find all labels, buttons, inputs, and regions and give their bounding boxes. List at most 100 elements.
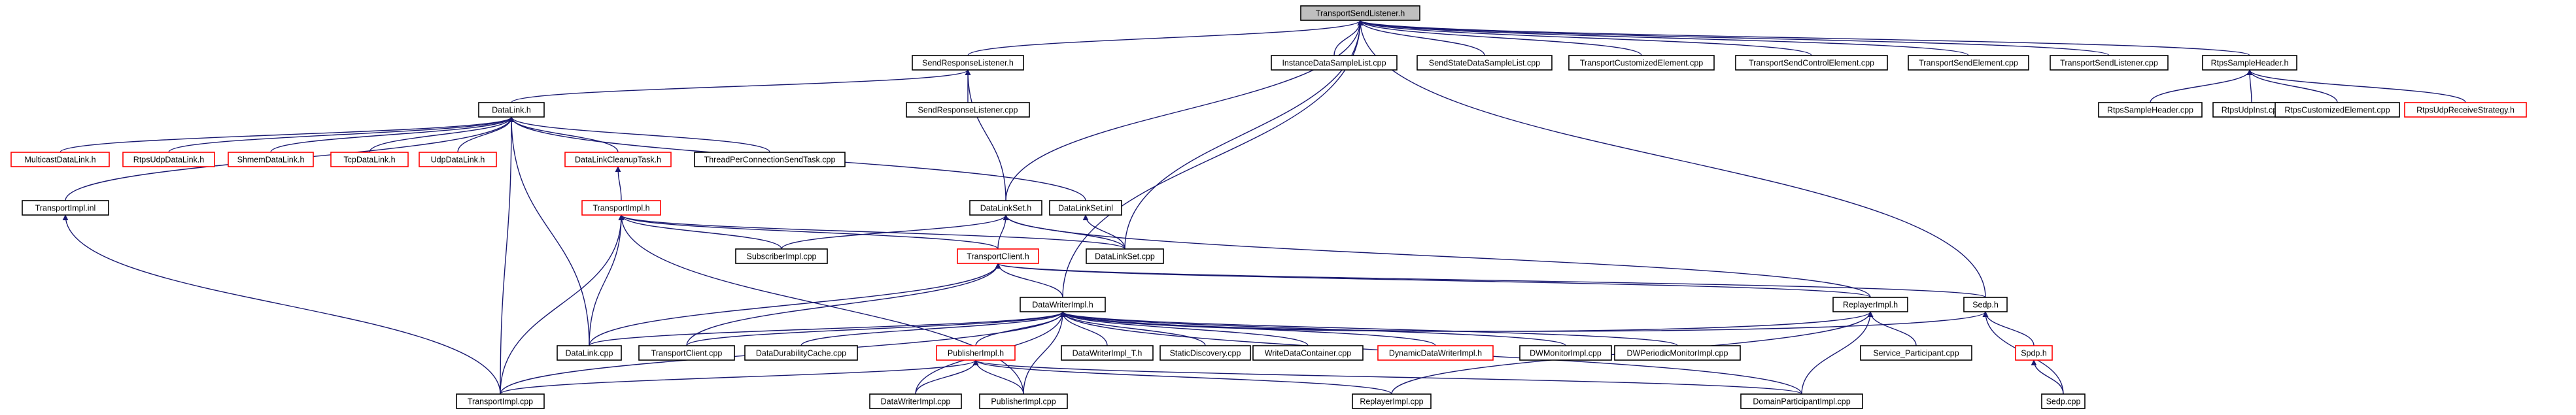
node-ddwi[interactable]: DynamicDataWriterImpl.h — [1377, 345, 1494, 361]
node-box — [581, 200, 661, 216]
node-box — [735, 248, 828, 264]
edge-sedp_cpp-to-spdp_h — [2031, 359, 2064, 395]
node-svcp[interactable]: Service_Participant.cpp — [1860, 345, 1972, 361]
node-box — [694, 152, 846, 167]
node-label: Service_Participant.cpp — [1873, 349, 1959, 358]
node-box — [979, 393, 1068, 409]
edge-dwpmi-to-dwi_h — [1059, 311, 1678, 346]
node-box — [1352, 393, 1432, 409]
node-srl-cpp[interactable]: SendResponseListener.cpp — [906, 102, 1030, 118]
node-label: DataLink.cpp — [566, 349, 613, 358]
node-ddc[interactable]: DataDurabilityCache.cpp — [744, 345, 858, 361]
edge-ti_cpp-to-ti_inl — [62, 214, 501, 395]
node-dls-h[interactable]: DataLinkSet.h — [969, 200, 1042, 216]
node-rce[interactable]: RtpsCustomizedElement.cpp — [2275, 102, 2400, 118]
edge-srl_h-to-root — [967, 20, 1364, 56]
node-ti-h[interactable]: TransportImpl.h — [581, 200, 661, 216]
node-label: TransportImpl.cpp — [468, 397, 533, 407]
node-box — [2275, 102, 2400, 118]
edge-tcpdl-to-dl_h — [369, 116, 515, 153]
edge-tc_h-to-ti_h — [618, 214, 999, 250]
node-rurs[interactable]: RtpsUdpReceiveStrategy.h — [2404, 102, 2527, 118]
edge-tse-to-root — [1357, 20, 1969, 56]
node-rsh-h[interactable]: RtpsSampleHeader.h — [2202, 55, 2297, 71]
edge-dls_cpp-to-ti_h — [618, 214, 1125, 250]
edges-layer — [60, 20, 2466, 395]
node-tcpdl[interactable]: TcpDataLink.h — [330, 152, 409, 167]
node-box — [22, 200, 109, 216]
edge-tpcst-to-dl_h — [508, 116, 770, 153]
node-label: TransportSendListener.h — [1316, 9, 1405, 18]
node-dwit[interactable]: DataWriterImpl_T.h — [1061, 345, 1154, 361]
node-dwi-h[interactable]: DataWriterImpl.h — [1020, 297, 1106, 312]
edge-pi_cpp-to-ti_h — [618, 214, 1024, 395]
node-label: PublisherImpl.cpp — [991, 397, 1056, 407]
node-tc-h[interactable]: TransportClient.h — [957, 248, 1039, 264]
node-idsl[interactable]: InstanceDataSampleList.cpp — [1271, 55, 1398, 71]
node-label: DWMonitorImpl.cpp — [1530, 349, 1602, 358]
edge-dlct-to-dl_h — [508, 116, 619, 153]
node-ssdsl[interactable]: SendStateDataSampleList.cpp — [1417, 55, 1553, 71]
edge-pi_cpp-to-dwi_h — [1023, 311, 1066, 395]
edge-rudl-to-dl_h — [168, 116, 515, 153]
node-tse[interactable]: TransportSendElement.cpp — [1908, 55, 2029, 71]
node-subi[interactable]: SubscriberImpl.cpp — [735, 248, 828, 264]
node-srl-h[interactable]: SendResponseListener.h — [912, 55, 1024, 71]
node-pi-h[interactable]: PublisherImpl.h — [936, 345, 1016, 361]
node-dl-cpp[interactable]: DataLink.cpp — [557, 345, 622, 361]
node-label: ReplayerImpl.cpp — [1360, 397, 1423, 407]
node-ti-cpp[interactable]: TransportImpl.cpp — [456, 393, 545, 409]
edge-rsh_h-to-root — [1357, 20, 2250, 56]
node-sedp-h[interactable]: Sedp.h — [1963, 297, 2008, 312]
node-dwpmi[interactable]: DWPeriodicMonitorImpl.cpp — [1614, 345, 1741, 361]
edge-rurs-to-rsh_h — [2246, 69, 2466, 103]
node-dwmi[interactable]: DWMonitorImpl.cpp — [1519, 345, 1612, 361]
node-label: TransportCustomizedElement.cpp — [1580, 59, 1704, 68]
node-box — [2404, 102, 2527, 118]
node-box — [1963, 297, 2008, 312]
node-rui[interactable]: RtpsUdpInst.cpp — [2212, 102, 2291, 118]
node-tc-cpp[interactable]: TransportClient.cpp — [638, 345, 735, 361]
node-tsl-cpp[interactable]: TransportSendListener.cpp — [2050, 55, 2169, 71]
node-tpcst[interactable]: ThreadPerConnectionSendTask.cpp — [694, 152, 846, 167]
node-wdc[interactable]: WriteDataContainer.cpp — [1252, 345, 1364, 361]
edge-dpi_cpp-to-ri_h — [1801, 311, 1874, 395]
node-dwi-cpp[interactable]: DataWriterImpl.cpp — [869, 393, 962, 409]
edge-ddc-to-dwi_h — [800, 311, 1066, 346]
node-box — [2050, 55, 2169, 71]
node-mcdl[interactable]: MulticastDataLink.h — [10, 152, 110, 167]
node-box — [557, 345, 622, 361]
edge-mcdl-to-dl_h — [60, 116, 515, 153]
node-tce[interactable]: TransportCustomizedElement.cpp — [1568, 55, 1715, 71]
node-dlct[interactable]: DataLinkCleanupTask.h — [564, 152, 672, 167]
node-pi-cpp[interactable]: PublisherImpl.cpp — [979, 393, 1068, 409]
node-dls-cpp[interactable]: DataLinkSet.cpp — [1086, 248, 1164, 264]
node-shdl[interactable]: ShmemDataLink.h — [228, 152, 314, 167]
node-tsce[interactable]: TransportSendControlElement.cpp — [1735, 55, 1888, 71]
node-ri-cpp[interactable]: ReplayerImpl.cpp — [1352, 393, 1432, 409]
node-label: DWPeriodicMonitorImpl.cpp — [1627, 349, 1728, 358]
edge-dl_cpp-to-dl_h — [508, 116, 590, 346]
node-label: Spdp.h — [2021, 349, 2047, 358]
node-label: InstanceDataSampleList.cpp — [1282, 59, 1386, 68]
node-label: StaticDiscovery.cpp — [1170, 349, 1241, 358]
node-rudl[interactable]: RtpsUdpDataLink.h — [122, 152, 215, 167]
node-box — [2041, 393, 2086, 409]
node-ti-inl[interactable]: TransportImpl.inl — [22, 200, 109, 216]
node-box — [1086, 248, 1164, 264]
node-label: SubscriberImpl.cpp — [747, 252, 817, 261]
node-dls-inl[interactable]: DataLinkSet.inl — [1049, 200, 1122, 216]
edge-rce-to-rsh_h — [2246, 69, 2338, 103]
node-rsh-cpp[interactable]: RtpsSampleHeader.cpp — [2098, 102, 2203, 118]
node-dpi-cpp[interactable]: DomainParticipantImpl.cpp — [1740, 393, 1863, 409]
node-root[interactable]: TransportSendListener.h — [1300, 5, 1420, 21]
node-sedp-cpp[interactable]: Sedp.cpp — [2041, 393, 2086, 409]
node-label: PublisherImpl.h — [948, 349, 1004, 358]
node-udpdl[interactable]: UdpDataLink.h — [419, 152, 497, 167]
node-label: TransportImpl.inl — [35, 204, 96, 213]
node-sd[interactable]: StaticDiscovery.cpp — [1159, 345, 1251, 361]
node-spdp-h[interactable]: Spdp.h — [2015, 345, 2053, 361]
node-ri-h[interactable]: ReplayerImpl.h — [1832, 297, 1908, 312]
node-dl-h[interactable]: DataLink.h — [478, 102, 545, 118]
node-label: TransportSendListener.cpp — [2060, 59, 2158, 68]
